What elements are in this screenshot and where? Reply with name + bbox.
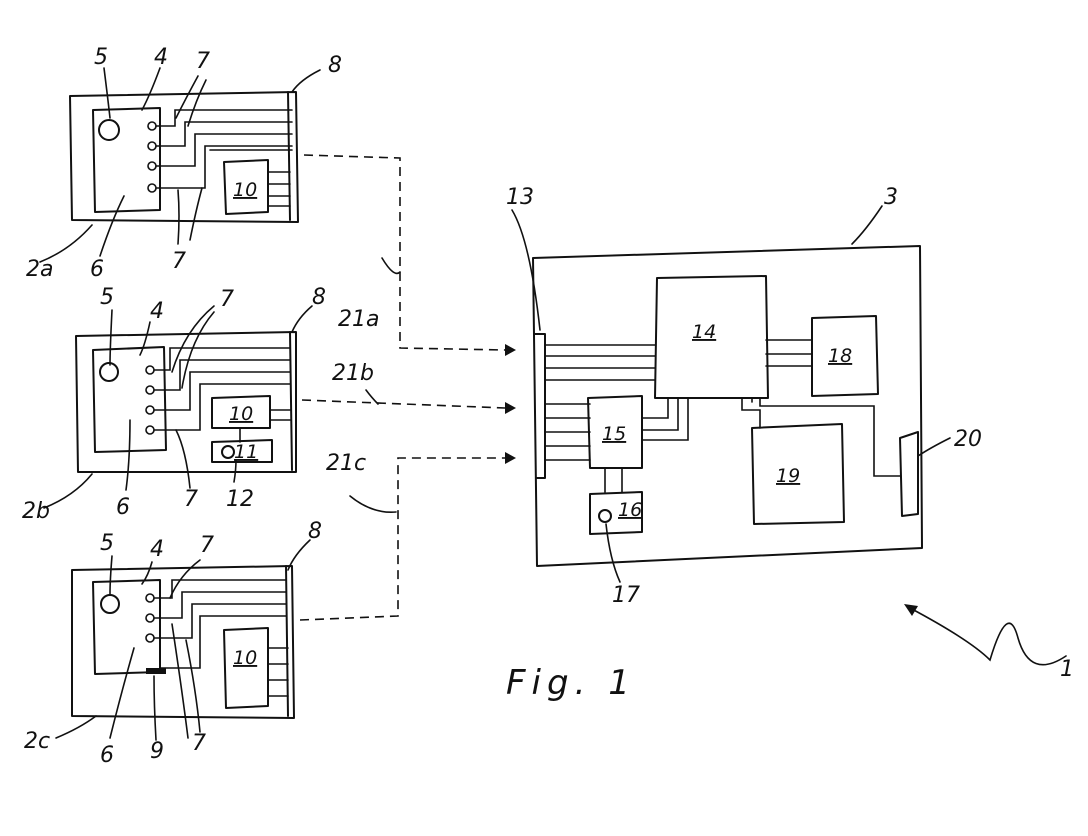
signal-path-21a — [304, 155, 505, 350]
unit-2a-connector-8 — [288, 92, 290, 220]
label-10-b: 10 — [229, 403, 253, 425]
label-4-c: 4 — [150, 537, 164, 562]
label-21c: 21c — [326, 451, 366, 476]
label-16: 16 — [618, 499, 642, 521]
label-7-b: 7 — [220, 287, 234, 312]
unit-2b-element-5 — [100, 363, 118, 381]
label-5-a: 5 — [94, 45, 108, 70]
label-4-b: 4 — [150, 299, 164, 324]
label-4-a: 4 — [154, 45, 168, 70]
label-2a: 2a — [26, 257, 53, 282]
label-8-c: 8 — [308, 519, 322, 544]
label-11: 11 — [234, 441, 258, 463]
label-1: 1 — [1060, 657, 1074, 682]
label-5-b: 5 — [100, 285, 114, 310]
label-9: 9 — [150, 739, 164, 764]
signal-path-21b — [302, 400, 505, 408]
label-7-a: 7 — [196, 49, 210, 74]
label-6-b: 6 — [116, 495, 130, 520]
label-21b: 21b — [332, 361, 374, 386]
label-2c: 2c — [24, 729, 50, 754]
label-8-b: 8 — [312, 285, 326, 310]
label-17: 17 — [612, 583, 640, 608]
unit-2b — [76, 332, 296, 472]
label-7-b2: 7 — [184, 487, 198, 512]
label-3: 3 — [884, 185, 898, 210]
unit-2a-element-5 — [99, 120, 119, 140]
label-10-a: 10 — [233, 179, 257, 201]
label-7-a2: 7 — [172, 249, 186, 274]
label-7-c2: 7 — [192, 731, 206, 756]
block-20 — [900, 432, 918, 516]
central-unit-3 — [533, 246, 922, 566]
unit-2c-element-5 — [101, 595, 119, 613]
unit-2c-element-9 — [146, 668, 166, 674]
label-5-c: 5 — [100, 531, 114, 556]
unit-2a-housing — [70, 92, 298, 222]
label-2b: 2b — [22, 499, 50, 524]
figure-caption: Fig. 1 — [506, 663, 636, 703]
label-8-a: 8 — [328, 53, 342, 78]
signal-paths — [300, 155, 516, 620]
label-12: 12 — [226, 487, 254, 512]
leader-line-1 — [910, 608, 1066, 665]
unit-2a — [70, 92, 298, 222]
reference-labels: 5 4 7 8 2a 6 7 5 4 7 8 2b 6 7 12 10 11 5… — [22, 45, 1074, 768]
signal-path-21c — [300, 458, 505, 620]
label-21a: 21a — [338, 307, 379, 332]
label-18: 18 — [828, 345, 852, 367]
label-6-c: 6 — [100, 743, 114, 768]
element-17 — [599, 510, 611, 522]
label-20: 20 — [954, 427, 982, 452]
label-15: 15 — [602, 423, 626, 445]
label-19: 19 — [776, 465, 800, 487]
label-13: 13 — [506, 185, 534, 210]
label-6-a: 6 — [90, 257, 104, 282]
label-14: 14 — [692, 321, 716, 343]
unit-2b-connector-8 — [290, 332, 292, 470]
label-10-c: 10 — [233, 647, 257, 669]
unit-2b-element-12 — [222, 446, 234, 458]
unit-2c-connector-8 — [286, 566, 288, 716]
label-7-c: 7 — [200, 533, 214, 558]
